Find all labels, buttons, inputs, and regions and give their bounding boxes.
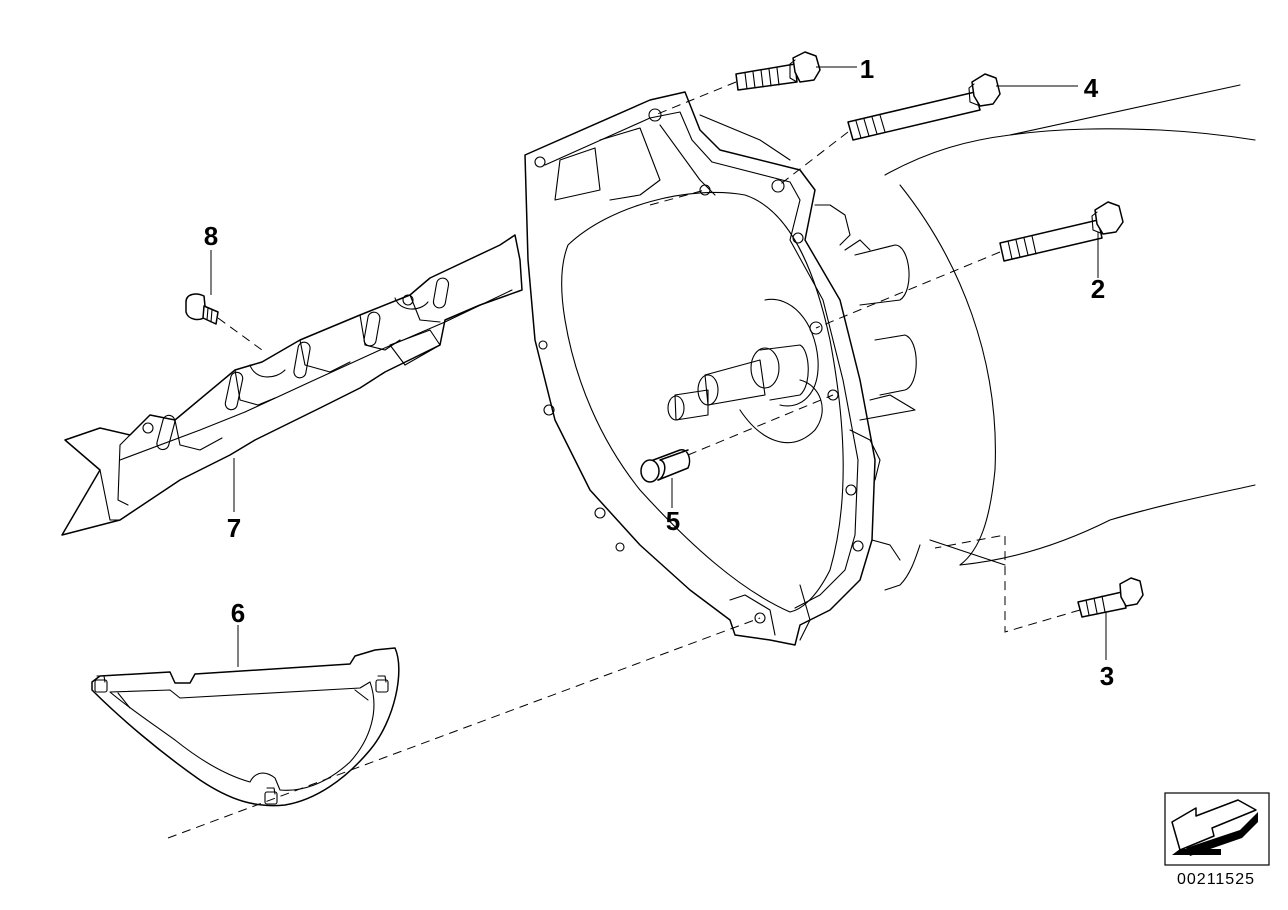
- part-2-bolt: [999, 201, 1124, 262]
- callout-6: 6: [231, 598, 245, 628]
- part-5-sleeve: [640, 449, 691, 483]
- part-7-heat-shield: [61, 234, 523, 536]
- callout-3: 3: [1100, 661, 1114, 691]
- bell-housing: [524, 91, 901, 646]
- arrow-down-left-icon: [1171, 799, 1258, 856]
- callout-2: 2: [1091, 274, 1105, 304]
- part-4-bolt: [847, 73, 1001, 141]
- leader-lines: [210, 66, 1107, 667]
- callout-4: 4: [1084, 73, 1099, 103]
- diagram-code: 00211525: [1177, 871, 1255, 888]
- input-shaft: [667, 244, 917, 444]
- part-3-bolt: [1077, 577, 1144, 618]
- transmission-body: [884, 84, 1256, 591]
- callout-5: 5: [666, 506, 680, 536]
- assembly-lines: [167, 81, 1081, 839]
- callout-7: 7: [227, 513, 241, 543]
- callout-1: 1: [860, 54, 874, 84]
- orientation-box: [1164, 792, 1270, 866]
- callout-8: 8: [204, 221, 218, 251]
- part-1-bolt: [735, 51, 821, 91]
- part-6-cover-plate: [91, 647, 400, 807]
- part-8-screw: [185, 293, 219, 325]
